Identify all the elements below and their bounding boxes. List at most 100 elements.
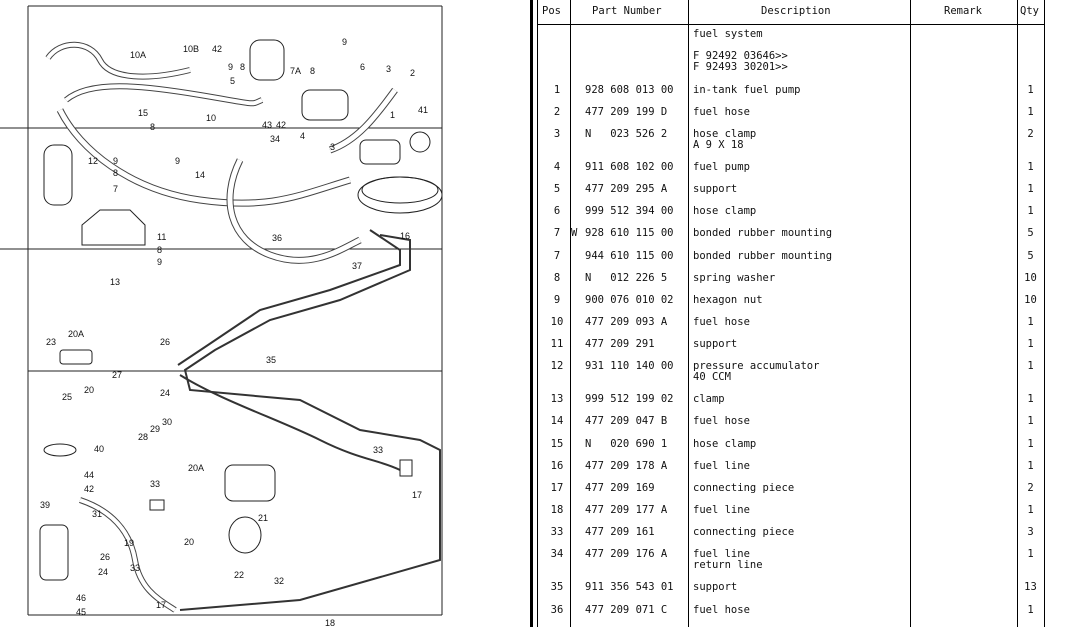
row-description: hose clamp (693, 205, 757, 217)
row-part-number: 911 608 102 00 (585, 161, 674, 173)
row-pos: 7 (553, 250, 561, 262)
row-pos: 16 (550, 460, 564, 472)
row-part-number: 477 209 291 (585, 338, 655, 350)
callout-20: 20 (84, 385, 94, 395)
callout-7a: 7A (290, 66, 301, 76)
row-description: connecting piece (693, 526, 795, 538)
row-description: connecting piece (693, 482, 795, 494)
row-qty: 1 (1027, 205, 1034, 217)
callout-8e: 8 (157, 245, 162, 255)
callout-45: 45 (76, 607, 86, 617)
callout-10: 10 (206, 113, 216, 123)
row-pos: 7 (553, 227, 561, 239)
row-part-number: 944 610 115 00 (585, 250, 674, 262)
row-pos: 36 (550, 604, 564, 616)
row-part-number: N 012 226 5 (585, 272, 668, 284)
callout-35: 35 (266, 355, 276, 365)
row-pos: 6 (553, 205, 561, 217)
callout-39: 39 (40, 500, 50, 510)
callout-26b: 26 (100, 552, 110, 562)
row-description: support (693, 581, 738, 593)
row-description: hose clamp (693, 438, 757, 450)
row-pos: 33 (550, 526, 564, 538)
row-part-number: 900 076 010 02 (585, 294, 674, 306)
callout-10b: 10B (183, 44, 199, 54)
row-pos: 15 (550, 438, 564, 450)
callout-9b: 9 (342, 37, 347, 47)
callout-34: 34 (270, 134, 280, 144)
row-qty: 10 (1024, 294, 1037, 306)
callout-2: 2 (410, 68, 415, 78)
row-qty: 2 (1027, 128, 1034, 140)
row-part-number: 999 512 394 00 (585, 205, 674, 217)
row-part-number: 911 356 543 01 (585, 581, 674, 593)
callout-12: 12 (88, 156, 98, 166)
header-qty: Qty (1020, 5, 1039, 17)
row-description: bonded rubber mounting (693, 227, 833, 239)
row-qty: 1 (1027, 360, 1034, 372)
table-header-row: Pos Part Number Description Remark Qty (537, 0, 1069, 24)
callout-15: 15 (138, 108, 148, 118)
row-description: fuel line (693, 460, 750, 472)
callout-24: 24 (160, 388, 170, 398)
row-pos: 18 (550, 504, 564, 516)
row-description: pressure accumulator 40 CCM (693, 360, 820, 383)
row-description: support (693, 183, 738, 195)
row-part-number: 928 610 115 00 (585, 227, 674, 239)
row-pos: 13 (550, 393, 564, 405)
row-pos: 3 (553, 128, 561, 140)
callout-36: 36 (272, 233, 282, 243)
row-qty: 1 (1027, 183, 1034, 195)
callout-44: 44 (84, 470, 94, 480)
row-pos: 2 (553, 106, 561, 118)
callout-29: 29 (150, 424, 160, 434)
callout-9: 9 (228, 62, 233, 72)
row-part-number: 477 209 169 (585, 482, 655, 494)
header-remark: Remark (944, 5, 982, 17)
row-description: spring washer (693, 272, 776, 284)
callout-3: 3 (386, 64, 391, 74)
column-divider (1044, 0, 1045, 627)
callout-11: 11 (157, 232, 166, 242)
callout-22: 22 (234, 570, 244, 580)
row-qty: 1 (1027, 338, 1034, 350)
callout-25: 25 (62, 392, 72, 402)
row-part-number: 477 209 295 A (585, 183, 668, 195)
row-qty: 1 (1027, 415, 1034, 427)
callout-9e: 9 (157, 257, 162, 267)
row-part-number: N 020 690 1 (585, 438, 668, 450)
callout-24b: 24 (98, 567, 108, 577)
row-pos: 8 (553, 272, 561, 284)
header-divider (537, 24, 1044, 25)
row-qty: 13 (1024, 581, 1037, 593)
callout-40: 40 (94, 444, 104, 454)
row-description: fuel pump (693, 161, 750, 173)
table-border-left (537, 0, 538, 627)
row-description: fuel line return line (693, 548, 763, 571)
callout-20b: 20 (184, 537, 194, 547)
callout-32: 32 (274, 576, 284, 586)
row-part-number: 928 608 013 00 (585, 84, 674, 96)
callout-4: 4 (300, 131, 305, 141)
row-description: support (693, 338, 738, 350)
callout-42: 42 (212, 44, 222, 54)
row-description: fuel system F 92492 03646>> F 92493 3020… (693, 28, 788, 73)
callout-8c: 8 (150, 122, 155, 132)
row-pos: 9 (553, 294, 561, 306)
row-qty: 1 (1027, 438, 1034, 450)
row-pos: 4 (553, 161, 561, 173)
row-pos: 12 (550, 360, 564, 372)
row-part-number: 477 209 178 A (585, 460, 668, 472)
row-qty: 1 (1027, 504, 1034, 516)
callout-33c: 33 (130, 563, 140, 573)
row-pos: 1 (553, 84, 561, 96)
callout-8: 8 (240, 62, 245, 72)
row-description: hose clamp A 9 X 18 (693, 128, 757, 151)
callout-9d: 9 (113, 156, 118, 166)
page-divider (530, 0, 533, 627)
callout-43: 43 (262, 120, 272, 130)
callout-18: 18 (325, 618, 335, 627)
row-pos: 5 (553, 183, 561, 195)
row-pos: 34 (550, 548, 564, 560)
callout-26: 26 (160, 337, 170, 347)
